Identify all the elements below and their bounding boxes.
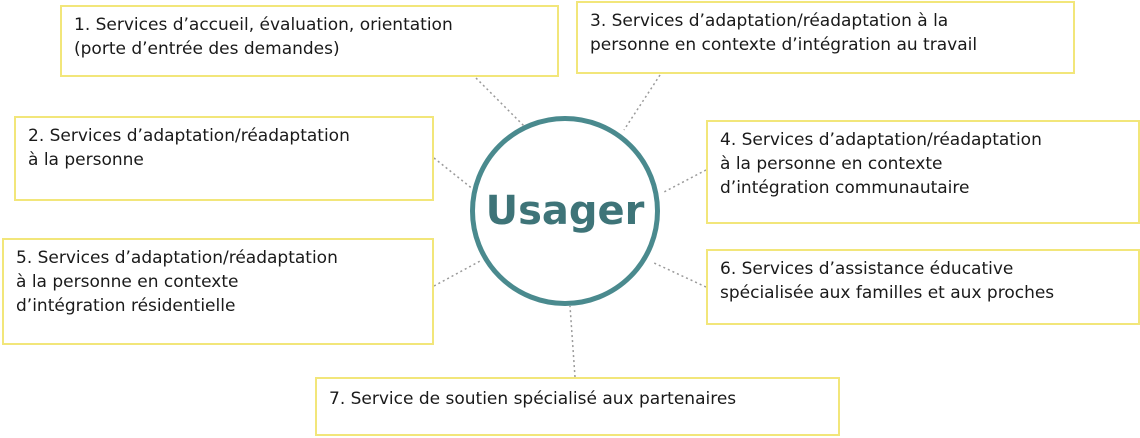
connector-1 bbox=[475, 77, 526, 128]
service-box-2: 2. Services d’adaptation/réadaptation à … bbox=[14, 116, 434, 201]
service-box-3: 3. Services d’adaptation/réadaptation à … bbox=[576, 1, 1075, 74]
service-box-7: 7. Service de soutien spécialisé aux par… bbox=[315, 377, 840, 436]
connector-4 bbox=[663, 169, 707, 193]
service-box-5: 5. Services d’adaptation/réadaptation à … bbox=[2, 238, 434, 345]
center-circle: Usager bbox=[470, 116, 660, 306]
connector-7 bbox=[569, 305, 576, 378]
connector-2 bbox=[433, 157, 475, 191]
service-box-4: 4. Services d’adaptation/réadaptation à … bbox=[706, 120, 1140, 224]
connector-3 bbox=[623, 74, 661, 131]
connector-6 bbox=[651, 261, 707, 288]
connector-5 bbox=[433, 259, 483, 287]
center-label: Usager bbox=[485, 188, 645, 234]
service-box-1: 1. Services d’accueil, évaluation, orien… bbox=[60, 5, 559, 77]
service-box-6: 6. Services d’assistance éducative spéci… bbox=[706, 249, 1140, 325]
